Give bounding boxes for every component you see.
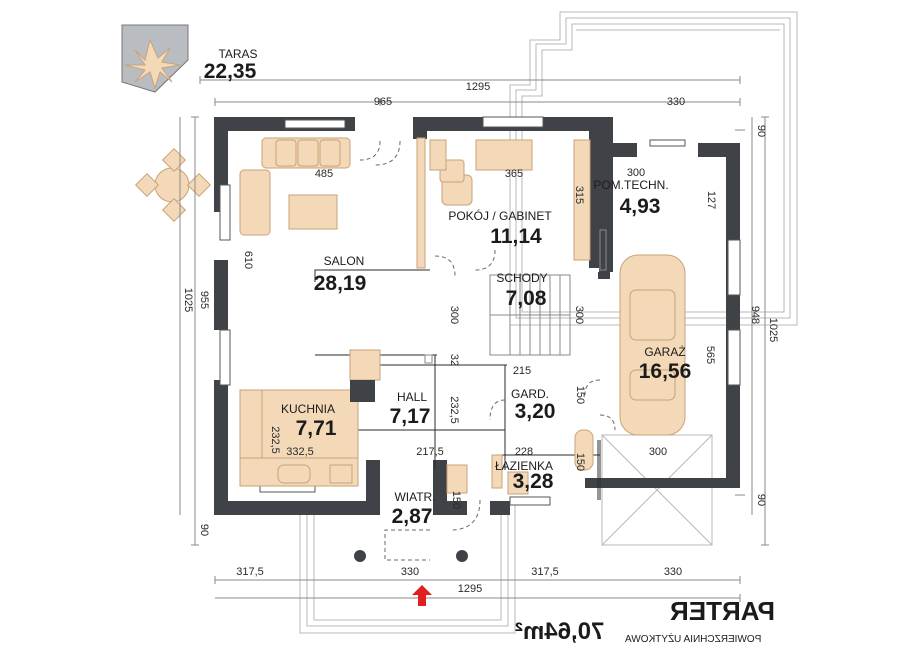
windows	[219, 116, 741, 506]
room-area-salon: 28,19	[314, 272, 367, 295]
staircase	[489, 274, 571, 356]
desk	[475, 139, 533, 171]
dim-top-total: 1295	[466, 81, 490, 93]
room-area-wiatr: 2,87	[392, 505, 433, 528]
room-name-garaz: GARAŻ	[644, 345, 685, 359]
plan-heading: PARTER	[670, 596, 775, 626]
room-name-wiatr: WIATR.	[394, 490, 435, 504]
dim-pom-height: 127	[705, 191, 717, 209]
room-area-taras: 22,35	[204, 60, 257, 83]
dim-pokoj-height: 315	[573, 186, 585, 204]
fireplace	[349, 349, 381, 381]
room-name-schody: SCHODY	[496, 271, 547, 285]
dim-kitchen-width: 332,5	[286, 446, 314, 458]
dim-hall-width: 217,5	[416, 446, 444, 458]
dim-stair-small: 32	[448, 354, 460, 366]
dim-edge-bottom-left: 90	[198, 524, 210, 536]
dim-edge-bottom-right: 90	[755, 494, 767, 506]
dim-bottom-right2: 330	[664, 566, 682, 578]
room-area-lazienka: 3,28	[513, 470, 554, 493]
dim-laz-height: 150	[574, 453, 586, 471]
plant-icon	[124, 38, 181, 90]
dim-schody-height: 300	[448, 306, 460, 324]
room-area-pokoj: 11,14	[490, 225, 542, 248]
dim-pom-width: 300	[627, 167, 645, 179]
dim-bottom-left: 317,5	[236, 566, 264, 578]
dim-gard-width: 215	[513, 365, 531, 377]
armchair-sofa	[239, 169, 271, 236]
room-area-kuchnia: 7,71	[296, 417, 337, 440]
plan-drawing	[121, 11, 798, 634]
room-area-garaz: 16,56	[639, 360, 692, 383]
stove	[329, 464, 353, 484]
dim-edge-top-right: 90	[755, 125, 767, 137]
dimension-labels: 1295 965 330 485 365 300 127 315 610 102…	[182, 81, 779, 595]
room-name-taras: TARAS	[218, 47, 257, 61]
lamp-icon	[456, 550, 468, 562]
dim-bottom-mid: 330	[401, 566, 419, 578]
dim-pokoj-width: 365	[505, 168, 523, 180]
room-area-schody: 7,08	[506, 287, 547, 310]
dim-left-total: 1025	[182, 288, 194, 312]
room-name-pokoj: POKÓJ / GABINET	[448, 208, 552, 223]
room-area-pomtech: 4,93	[620, 195, 661, 218]
sink	[277, 464, 311, 484]
dim-bottom-right1: 317,5	[531, 566, 559, 578]
lamp-icon	[354, 550, 366, 562]
title-block: PARTER POWIERZCHNIA UŻYTKOWA 70,64m²	[515, 596, 790, 656]
partitions	[314, 229, 607, 500]
terrace-outline	[509, 11, 798, 326]
usable-area-value: 70,64m²	[515, 618, 605, 645]
dim-right-mid: 948	[749, 306, 761, 324]
porch-outline	[299, 505, 516, 634]
dim-kitchen-height: 232,5	[269, 426, 281, 454]
room-name-pomtech: POM.TECHN.	[593, 178, 668, 192]
porch-details	[354, 529, 468, 562]
room-area-hall: 7,17	[390, 405, 431, 428]
dim-wiatr-height: 150	[450, 491, 462, 509]
room-name-salon: SALON	[324, 254, 365, 268]
dim-schody-right: 300	[573, 306, 585, 324]
room-area-gard: 3,20	[515, 400, 556, 423]
room-name-gard: GARD.	[511, 387, 549, 401]
furniture	[239, 137, 686, 495]
terrace-furniture	[121, 24, 212, 223]
dim-gard-height: 150	[574, 386, 586, 404]
bathtub	[574, 429, 594, 471]
dim-top-left: 965	[374, 96, 392, 108]
dim-garage-door: 300	[649, 446, 667, 458]
dim-bottom-total: 1295	[458, 583, 482, 595]
coffee-table	[288, 194, 338, 230]
washbasin	[507, 471, 529, 495]
dim-salon-width: 485	[315, 168, 333, 180]
shelf	[416, 137, 426, 269]
room-name-lazienka: ŁAZIENKA	[495, 459, 553, 473]
room-name-kuchnia: KUCHNIA	[281, 402, 335, 416]
dim-top-right: 330	[667, 96, 685, 108]
wardrobe	[573, 139, 591, 261]
plan-subtitle: POWIERZCHNIA UŻYTKOWA	[625, 634, 762, 645]
room-name-hall: HALL	[397, 390, 427, 404]
dim-garaz-height: 565	[704, 346, 716, 364]
dim-right-total: 1025	[767, 318, 779, 342]
room-labels: TARAS 22,35 SALON 28,19 POKÓJ / GABINET …	[204, 47, 692, 528]
dim-salon-height: 610	[242, 251, 254, 269]
entrance-arrow-icon	[412, 585, 432, 606]
dim-hall-height: 232,5	[448, 396, 460, 424]
dim-laz-width: 228	[515, 446, 533, 458]
dim-left-mid: 955	[198, 291, 210, 309]
terrace-table	[154, 167, 190, 203]
dimension-lines	[179, 76, 769, 602]
doors	[359, 140, 616, 531]
